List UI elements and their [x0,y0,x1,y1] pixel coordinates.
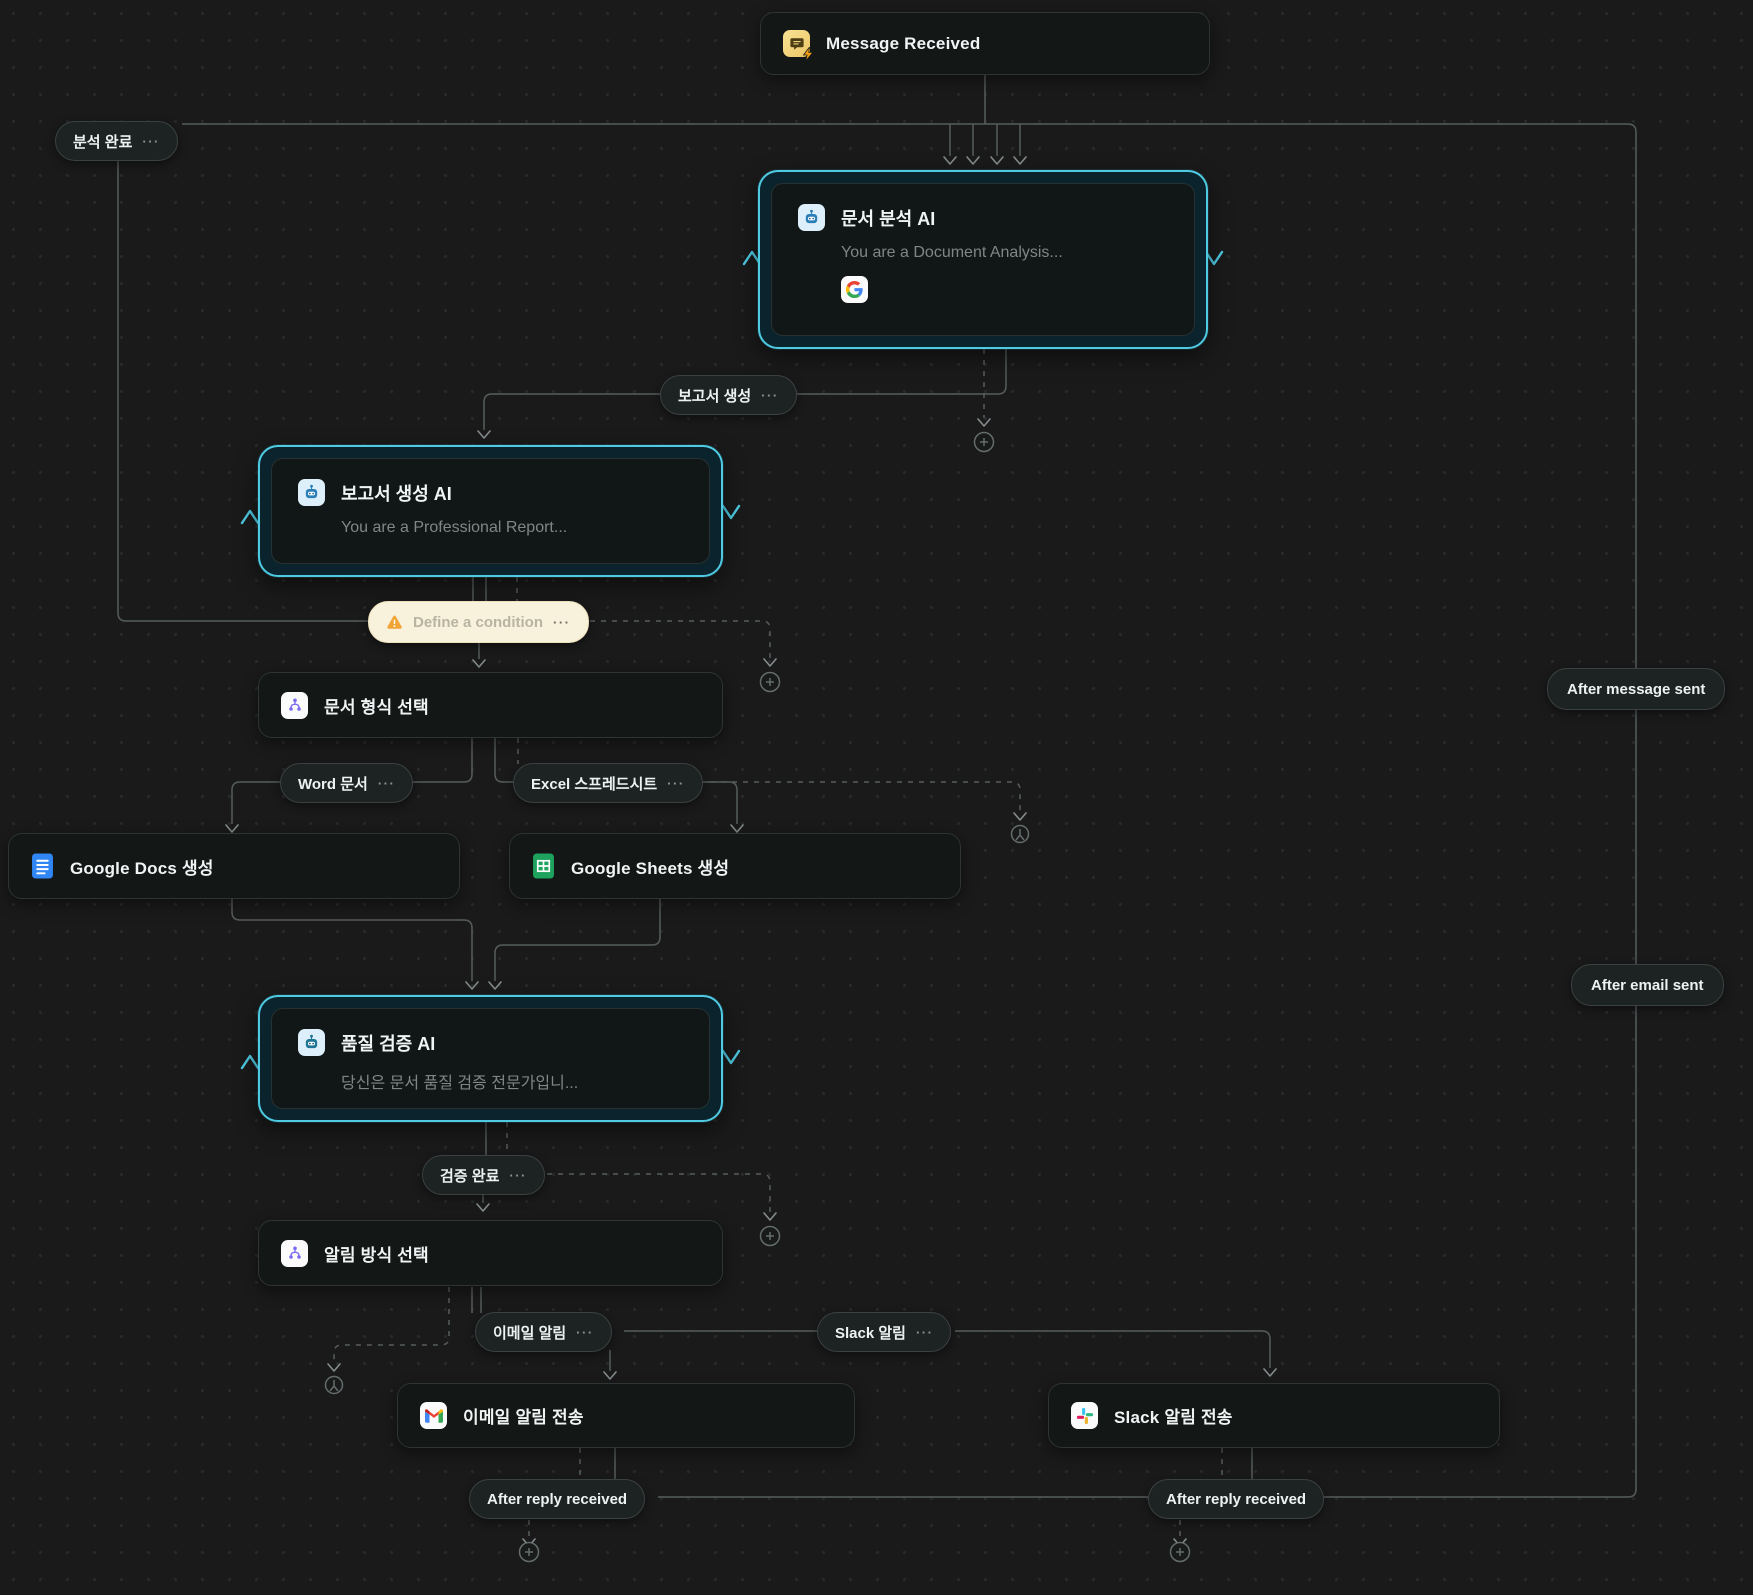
node-google-docs[interactable]: Google Docs 생성 [8,833,460,899]
node-title: 품질 검증 AI [341,1033,436,1054]
chevron-down-icon[interactable] [721,504,741,520]
arrowheads [225,156,1277,1547]
edge-label-analysis-done[interactable]: 분석 완료 ··· [55,121,178,161]
node-label: Message Received [826,33,981,53]
add-markers [324,431,1191,1563]
node-notify-method-select[interactable]: 알림 방식 선택 [258,1220,723,1286]
edge-label-text: Excel 스프레드시트 [531,775,658,793]
edge-label-menu-icon[interactable]: ··· [761,387,779,403]
edge-label-verify-done[interactable]: 검증 완료 ··· [422,1155,545,1195]
edge-label-text: 이메일 알림 [493,1324,567,1342]
node-doc-analysis-ai[interactable]: 문서 분석 AI You are a Document Analysis... [758,170,1208,349]
robot-icon [298,1029,325,1056]
add-node-button[interactable] [759,1225,781,1247]
branch-icon [281,1239,308,1267]
node-report-gen-ai[interactable]: 보고서 생성 AI You are a Professional Report.… [258,445,723,577]
node-title: 보고서 생성 AI [341,483,452,504]
edge-label-text: After reply received [1166,1490,1307,1508]
edge-label-menu-icon[interactable]: ··· [576,1324,594,1340]
chat-lightning-icon [783,30,814,61]
chevron-up-icon[interactable] [240,509,260,525]
node-google-sheets[interactable]: Google Sheets 생성 [509,833,961,899]
node-quality-check-ai[interactable]: 품질 검증 AI 당신은 문서 품질 검증 전문가입니... [258,995,723,1122]
add-node-button[interactable] [518,1541,540,1563]
edge-label-slack-notify[interactable]: Slack 알림 ··· [817,1312,952,1352]
warning-icon [387,615,402,629]
node-label: Google Sheets 생성 [571,858,730,878]
chevron-up-icon[interactable] [240,1054,260,1070]
edge-label-email-notify[interactable]: 이메일 알림 ··· [475,1312,612,1352]
edge-label-text: 검증 완료 [440,1167,500,1185]
node-label: 문서 형식 선택 [324,697,429,717]
node-subtitle: You are a Document Analysis... [841,244,1063,261]
edge-label-text: Define a condition [413,613,544,631]
edge-label-report-create[interactable]: 보고서 생성 ··· [660,375,797,415]
chevron-down-icon[interactable] [1204,250,1224,266]
robot-icon [298,479,325,506]
robot-icon [798,204,825,231]
node-subtitle: 당신은 문서 품질 검증 전문가입니... [341,1075,579,1092]
gmail-icon [420,1402,447,1429]
node-title: 문서 분석 AI [841,208,936,229]
node-label: Google Docs 생성 [70,858,214,878]
edge-label-after-message-sent[interactable]: After message sent [1547,668,1726,710]
edge-label-text: After reply received [487,1490,628,1508]
edge-label-menu-icon[interactable]: ··· [915,1324,934,1340]
node-subtitle: You are a Professional Report... [341,519,568,536]
edge-label-text: 보고서 생성 [678,387,752,405]
slack-icon [1071,1402,1098,1429]
add-node-button[interactable] [1169,1541,1191,1563]
edge-label-after-email-sent[interactable]: After email sent [1571,964,1724,1006]
chevron-down-icon[interactable] [721,1049,741,1065]
branch-point-icon[interactable] [324,1375,344,1395]
node-send-email[interactable]: 이메일 알림 전송 [397,1383,855,1448]
node-send-slack[interactable]: Slack 알림 전송 [1048,1383,1500,1448]
edge-label-menu-icon[interactable]: ··· [667,775,685,791]
branch-icon [281,691,308,719]
node-message-received[interactable]: Message Received [760,12,1210,75]
edge-label-menu-icon[interactable]: ··· [377,775,396,791]
add-node-button[interactable] [759,671,781,693]
edge-label-word-doc[interactable]: Word 문서 ··· [280,763,414,803]
google-icon [841,276,868,303]
node-label: 알림 방식 선택 [324,1245,429,1265]
edge-label-menu-icon[interactable]: ··· [509,1167,527,1183]
edge-label-menu-icon[interactable]: ··· [142,133,160,149]
branch-point-icon[interactable] [1010,824,1030,844]
edge-label-after-reply-right[interactable]: After reply received [1148,1479,1325,1519]
edge-label-text: 분석 완료 [73,133,133,151]
edge-label-text: Word 문서 [298,775,368,793]
node-doc-format-select[interactable]: 문서 형식 선택 [258,672,723,738]
edge-label-condition-warning[interactable]: Define a condition ··· [368,601,589,643]
edge-label-text: After message sent [1567,680,1706,698]
edge-label-excel-sheet[interactable]: Excel 스프레드시트 ··· [513,763,703,803]
edge-label-after-reply-left[interactable]: After reply received [469,1479,646,1519]
google-sheets-icon [533,853,554,879]
chevron-up-icon[interactable] [742,250,762,266]
edge-label-menu-icon[interactable]: ··· [553,614,571,630]
edge-label-text: Slack 알림 [835,1324,906,1342]
edge-label-text: After email sent [1591,976,1704,994]
add-node-button[interactable] [973,431,995,453]
dashed-edges [333,349,1223,1538]
node-handles[interactable] [240,250,1224,1070]
node-label: 이메일 알림 전송 [463,1408,584,1427]
node-label: Slack 알림 전송 [1114,1408,1233,1427]
google-docs-icon [32,853,53,879]
